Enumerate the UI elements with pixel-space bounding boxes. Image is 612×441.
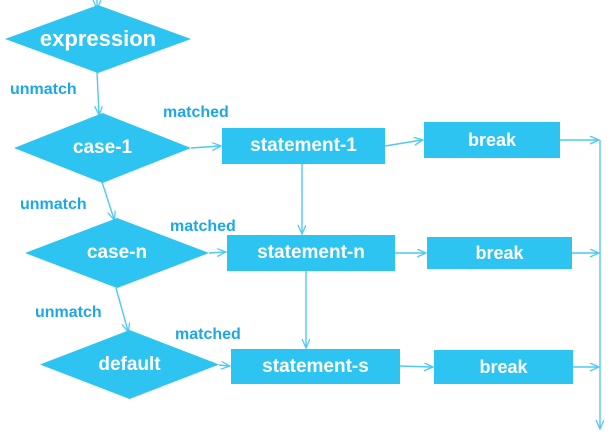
edge-default-statements: [218, 365, 229, 366]
edge-casen-statementn: [208, 252, 225, 253]
edge-label-matched-2: matched: [170, 218, 236, 235]
node-statement-n-label: statement-n: [257, 242, 365, 263]
node-break-3[interactable]: break: [434, 350, 573, 384]
node-expression-label: expression: [39, 26, 157, 51]
node-statement-s[interactable]: statement-s: [231, 349, 400, 384]
node-statement-1[interactable]: statement-1: [222, 128, 385, 164]
node-statement-1-label: statement-1: [250, 135, 357, 156]
edge-case1-statement1: [190, 146, 220, 148]
node-break-3-label: break: [479, 356, 528, 377]
edge-statements-break3: [399, 366, 432, 367]
node-statement-n[interactable]: statement-n: [227, 235, 395, 271]
node-case-1-label: case-1: [72, 137, 133, 158]
node-break-1-label: break: [467, 129, 517, 150]
node-break-1[interactable]: break: [424, 122, 560, 158]
edge-label-unmatch-3: unmatch: [35, 304, 102, 321]
edge-expression-case1: [97, 71, 99, 114]
node-break-2-label: break: [475, 242, 524, 263]
node-default-label: default: [98, 353, 161, 375]
edge-case1-casen: [101, 181, 114, 219]
edge-label-matched-3: matched: [175, 326, 241, 343]
node-statement-s-label: statement-s: [262, 355, 369, 377]
edge-statement1-break1: [384, 140, 422, 147]
edge-label-unmatch-2: unmatch: [20, 196, 87, 213]
edge-label-unmatch-1: unmatch: [10, 81, 77, 98]
node-break-2[interactable]: break: [427, 237, 572, 269]
edge-casen-default: [115, 287, 128, 331]
node-case-n-label: case-n: [86, 242, 148, 263]
edge-label-matched-1: matched: [163, 104, 229, 121]
